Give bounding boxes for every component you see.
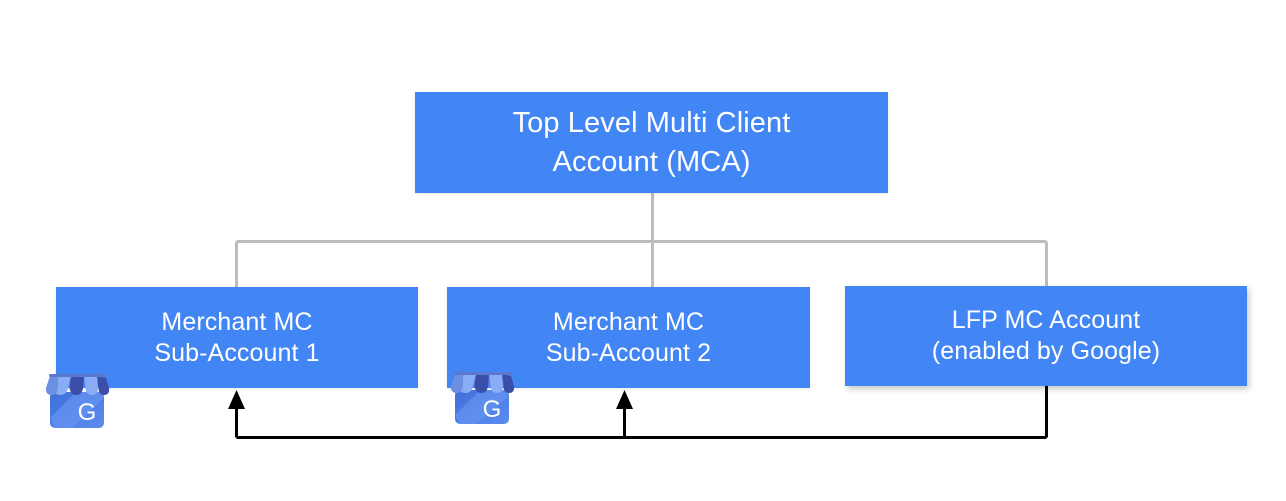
node-merchant-mc-sub-account-2-line-2: Sub-Account 2 [545, 338, 712, 367]
node-top-level-mca-line-1: Top Level Multi Client [512, 106, 791, 139]
node-merchant-mc-sub-account-1-line-1: Merchant MC [161, 307, 313, 336]
flow-arrowhead-sub1 [228, 390, 245, 409]
node-merchant-mc-sub-account-1[interactable]: Merchant MC Sub-Account 1 [56, 287, 418, 388]
node-lfp-mc-account-line-2: (enabled by Google) [931, 337, 1161, 365]
node-lfp-mc-account[interactable]: LFP MC Account (enabled by Google) [845, 286, 1247, 386]
google-my-business-icon: G [447, 368, 519, 426]
node-top-level-mca-line-2: Account (MCA) [552, 145, 751, 178]
svg-text:G: G [78, 399, 97, 426]
node-merchant-mc-sub-account-1-line-2: Sub-Account 1 [154, 338, 320, 367]
node-merchant-mc-sub-account-2-line-1: Merchant MC [552, 307, 705, 336]
google-my-business-icon: G [42, 368, 114, 432]
svg-text:G: G [483, 396, 502, 423]
node-top-level-mca[interactable]: Top Level Multi Client Account (MCA) [415, 92, 888, 193]
node-lfp-mc-account-line-1: LFP MC Account [951, 306, 1141, 334]
flow-arrowhead-sub2 [616, 390, 633, 409]
node-merchant-mc-sub-account-2[interactable]: Merchant MC Sub-Account 2 [447, 287, 810, 388]
